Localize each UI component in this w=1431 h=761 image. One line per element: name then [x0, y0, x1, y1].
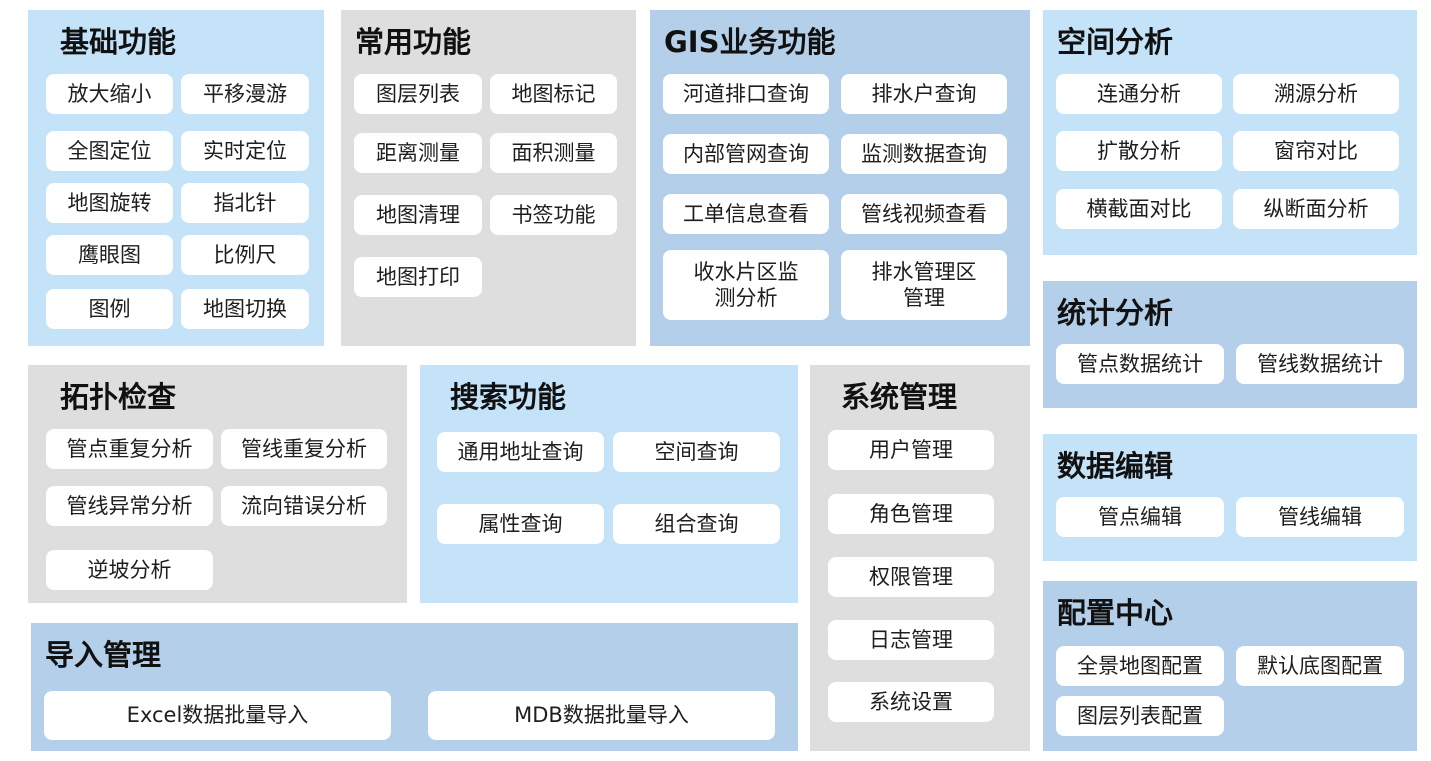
btn-role-management[interactable]: 角色管理 [828, 494, 994, 534]
btn-basemap-config[interactable]: 默认底图配置 [1236, 646, 1404, 686]
btn-drainage-household-query[interactable]: 排水户查询 [841, 74, 1007, 114]
btn-realtime-location[interactable]: 实时定位 [181, 131, 309, 171]
panel-spatial-analysis: 空间分析 连通分析 溯源分析 扩散分析 窗帘对比 横截面对比 纵断面分析 [1043, 10, 1417, 255]
panel-title: 拓扑检查 [60, 380, 177, 414]
btn-map-marker[interactable]: 地图标记 [490, 74, 617, 114]
btn-catchment-monitoring[interactable]: 收水片区监 测分析 [663, 250, 829, 320]
btn-map-clear[interactable]: 地图清理 [354, 195, 482, 235]
panel-search: 搜索功能 通用地址查询 空间查询 属性查询 组合查询 [420, 365, 798, 603]
panel-data-editing: 数据编辑 管点编辑 管线编辑 [1043, 434, 1417, 561]
btn-distance-measure[interactable]: 距离测量 [354, 133, 482, 173]
btn-diffusion-analysis[interactable]: 扩散分析 [1056, 131, 1222, 171]
btn-map-print[interactable]: 地图打印 [354, 257, 482, 297]
panel-title: GIS业务功能 [664, 25, 836, 59]
btn-mdb-batch-import[interactable]: MDB数据批量导入 [428, 691, 775, 740]
panel-import-management: 导入管理 Excel数据批量导入 MDB数据批量导入 [31, 623, 798, 751]
btn-log-management[interactable]: 日志管理 [828, 620, 994, 660]
btn-line-edit[interactable]: 管线编辑 [1236, 497, 1404, 537]
panel-topology-check: 拓扑检查 管点重复分析 管线重复分析 管线异常分析 流向错误分析 逆坡分析 [28, 365, 407, 603]
btn-trace-source-analysis[interactable]: 溯源分析 [1233, 74, 1399, 114]
panel-title: 导入管理 [45, 638, 162, 672]
btn-bookmark[interactable]: 书签功能 [490, 195, 617, 235]
panel-common-functions: 常用功能 图层列表 地图标记 距离测量 面积测量 地图清理 书签功能 地图打印 [341, 10, 636, 346]
panel-system-management: 系统管理 用户管理 角色管理 权限管理 日志管理 系统设置 [810, 365, 1030, 751]
btn-work-order-view[interactable]: 工单信息查看 [663, 194, 829, 234]
btn-layer-list[interactable]: 图层列表 [354, 74, 482, 114]
btn-internal-network-query[interactable]: 内部管网查询 [663, 134, 829, 174]
panel-title: 常用功能 [355, 25, 472, 59]
panel-basic-functions: 基础功能 放大缩小 平移漫游 全图定位 实时定位 地图旋转 指北针 鹰眼图 比例… [28, 10, 324, 346]
btn-user-management[interactable]: 用户管理 [828, 430, 994, 470]
btn-line-data-stats[interactable]: 管线数据统计 [1236, 344, 1404, 384]
panel-gis-business: GIS业务功能 河道排口查询 排水户查询 内部管网查询 监测数据查询 工单信息查… [650, 10, 1030, 346]
btn-point-duplicate-analysis[interactable]: 管点重复分析 [46, 429, 213, 469]
btn-pipeline-video-view[interactable]: 管线视频查看 [841, 194, 1007, 234]
btn-system-settings[interactable]: 系统设置 [828, 682, 994, 722]
btn-full-extent[interactable]: 全图定位 [46, 131, 173, 171]
btn-pan[interactable]: 平移漫游 [181, 74, 309, 114]
btn-overview-map[interactable]: 鹰眼图 [46, 235, 173, 275]
panel-config-center: 配置中心 全景地图配置 默认底图配置 图层列表配置 [1043, 581, 1417, 751]
btn-river-outlet-query[interactable]: 河道排口查询 [663, 74, 829, 114]
btn-scale-bar[interactable]: 比例尺 [181, 235, 309, 275]
btn-monitoring-data-query[interactable]: 监测数据查询 [841, 134, 1007, 174]
btn-map-rotate[interactable]: 地图旋转 [46, 183, 173, 223]
panel-title: 搜索功能 [450, 380, 567, 414]
btn-line-anomaly-analysis[interactable]: 管线异常分析 [46, 486, 213, 526]
btn-north-arrow[interactable]: 指北针 [181, 183, 309, 223]
btn-layer-list-config[interactable]: 图层列表配置 [1056, 696, 1224, 736]
panel-title: 空间分析 [1057, 25, 1174, 59]
btn-address-query[interactable]: 通用地址查询 [437, 432, 604, 472]
panel-title: 配置中心 [1057, 596, 1174, 630]
btn-attribute-query[interactable]: 属性查询 [437, 504, 604, 544]
btn-excel-batch-import[interactable]: Excel数据批量导入 [44, 691, 391, 740]
btn-spatial-query[interactable]: 空间查询 [613, 432, 780, 472]
panel-title: 统计分析 [1057, 296, 1174, 330]
btn-combined-query[interactable]: 组合查询 [613, 504, 780, 544]
btn-permission-management[interactable]: 权限管理 [828, 557, 994, 597]
btn-point-data-stats[interactable]: 管点数据统计 [1056, 344, 1224, 384]
btn-zoom[interactable]: 放大缩小 [46, 74, 173, 114]
panel-title: 基础功能 [60, 25, 177, 59]
btn-longitudinal-analysis[interactable]: 纵断面分析 [1233, 189, 1399, 229]
btn-map-switch[interactable]: 地图切换 [181, 289, 309, 329]
panel-title: 数据编辑 [1057, 449, 1174, 483]
btn-curtain-compare[interactable]: 窗帘对比 [1233, 131, 1399, 171]
btn-flow-error-analysis[interactable]: 流向错误分析 [221, 486, 387, 526]
btn-connectivity-analysis[interactable]: 连通分析 [1056, 74, 1222, 114]
btn-legend[interactable]: 图例 [46, 289, 173, 329]
btn-line-duplicate-analysis[interactable]: 管线重复分析 [221, 429, 387, 469]
btn-area-measure[interactable]: 面积测量 [490, 133, 617, 173]
panel-statistics: 统计分析 管点数据统计 管线数据统计 [1043, 281, 1417, 408]
btn-cross-section-compare[interactable]: 横截面对比 [1056, 189, 1222, 229]
btn-drainage-zone-management[interactable]: 排水管理区 管理 [841, 250, 1007, 320]
btn-point-edit[interactable]: 管点编辑 [1056, 497, 1224, 537]
btn-reverse-slope-analysis[interactable]: 逆坡分析 [46, 550, 213, 590]
btn-panorama-config[interactable]: 全景地图配置 [1056, 646, 1224, 686]
panel-title: 系统管理 [841, 380, 958, 414]
